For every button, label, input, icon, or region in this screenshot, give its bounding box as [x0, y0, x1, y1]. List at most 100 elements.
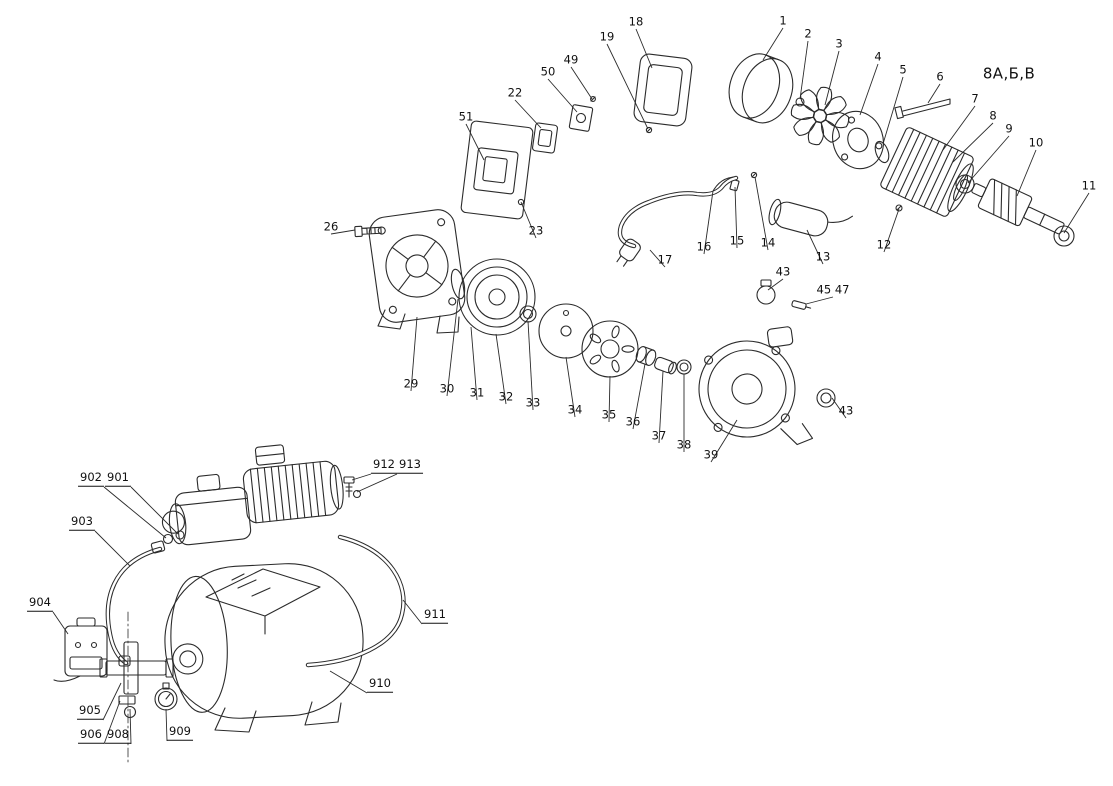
leader-line-11 [1063, 192, 1090, 234]
leader-line-912 [351, 473, 372, 481]
callout-39: 39 [703, 447, 719, 462]
part-4-bearing-flange [832, 110, 884, 170]
callout-904: 904 [27, 596, 53, 612]
callout-26: 26 [323, 219, 339, 234]
callout-43: 43 [775, 264, 791, 279]
part-45-47-screw [791, 300, 812, 310]
leader-line-8 [952, 122, 994, 163]
leader-line-902 [103, 486, 167, 539]
leader-line-29 [410, 316, 418, 392]
leader-line-13 [806, 229, 824, 265]
leader-line-904 [52, 611, 69, 635]
callout-913: 913 [397, 458, 423, 474]
leader-line-18 [635, 28, 653, 69]
part-18-plate [633, 53, 693, 127]
leader-line-33 [527, 320, 534, 411]
part-14-screw [750, 171, 758, 179]
callout-33: 33 [525, 395, 541, 410]
leader-line-7 [942, 105, 976, 151]
part-905-five-way-fitting [99, 641, 174, 695]
leader-line-49 [570, 66, 593, 100]
leader-line-37 [658, 370, 664, 444]
leader-line-43 [831, 397, 847, 419]
part-3-fan [789, 85, 851, 147]
leader-line-903 [94, 530, 131, 567]
leader-line-34 [565, 356, 576, 418]
callout-9: 9 [1005, 121, 1013, 136]
part-906-nut [118, 695, 136, 705]
part-904-pressure-switch [53, 617, 108, 682]
part-11-bearing [1053, 225, 1075, 247]
leader-line-35 [608, 375, 611, 423]
callout-4: 4 [874, 49, 882, 64]
leader-line-908 [129, 708, 132, 745]
part-49-screw [590, 96, 596, 102]
callout-8А-Б-В: 8А,Б,В [982, 64, 1036, 83]
leader-line-16 [703, 190, 714, 255]
part-26-screw [354, 225, 382, 238]
callout-13: 13 [815, 249, 831, 264]
part-29-support-bracket [368, 209, 466, 323]
leader-line-9 [967, 135, 1010, 184]
callout-15: 15 [729, 233, 745, 248]
leader-line-910 [329, 670, 368, 694]
callout-11: 11 [1081, 178, 1097, 193]
callout-905: 905 [77, 704, 103, 720]
leader-line-51 [465, 123, 485, 161]
part-17-power-cord [616, 175, 739, 267]
callout-7: 7 [971, 91, 979, 106]
callout-906: 906 [78, 728, 104, 744]
part-902-washer [162, 533, 174, 545]
part-13-capacitor [768, 198, 854, 237]
callout-34: 34 [567, 402, 583, 417]
leader-line-32 [495, 333, 507, 405]
leader-line-36 [632, 363, 646, 430]
leader-line-913 [356, 473, 398, 493]
leader-line-23 [520, 201, 537, 239]
callout-17: 17 [657, 252, 673, 267]
callout-10: 10 [1028, 135, 1044, 150]
leader-line-22 [514, 99, 542, 129]
callout-12: 12 [876, 237, 892, 252]
leader-line-905 [102, 682, 122, 721]
leader-line-2 [799, 40, 809, 100]
part-12-screw [895, 204, 903, 212]
callout-19: 19 [599, 29, 615, 44]
leader-line-1 [762, 27, 784, 61]
pump-mount-plate [205, 568, 321, 635]
part-911-hose [305, 534, 406, 668]
callout-5: 5 [899, 62, 907, 77]
callout-14: 14 [760, 235, 776, 250]
leader-line-30 [446, 298, 459, 397]
part-29-feet [377, 309, 460, 334]
callout-3: 3 [835, 36, 843, 51]
part-23-screw [517, 198, 525, 206]
callout-32: 32 [498, 389, 514, 404]
leader-line-906 [103, 700, 121, 745]
leader-line-4 [859, 63, 879, 116]
callout-902: 902 [78, 471, 104, 487]
leader-line-26 [330, 229, 356, 235]
leader-line-39 [710, 419, 738, 463]
leader-line-14 [754, 176, 769, 251]
callout-903: 903 [69, 515, 95, 531]
leader-line-911 [402, 599, 423, 625]
callout-1: 1 [779, 13, 787, 28]
callout-51: 51 [458, 109, 474, 124]
leader-line-19 [606, 43, 649, 130]
part-5-oring [874, 140, 890, 164]
part-9-bearing [955, 174, 975, 194]
callout-909: 909 [167, 725, 193, 741]
leader-line-12 [883, 208, 900, 253]
callout-2: 2 [804, 26, 812, 41]
callout-910: 910 [367, 677, 393, 693]
leader-line-901 [130, 486, 179, 535]
part-43-fitting [816, 388, 836, 408]
callout-29: 29 [403, 376, 419, 391]
callout-49: 49 [563, 52, 579, 67]
part-pump-head [161, 473, 252, 546]
leader-line-6 [927, 83, 941, 104]
callout-6: 6 [936, 69, 944, 84]
